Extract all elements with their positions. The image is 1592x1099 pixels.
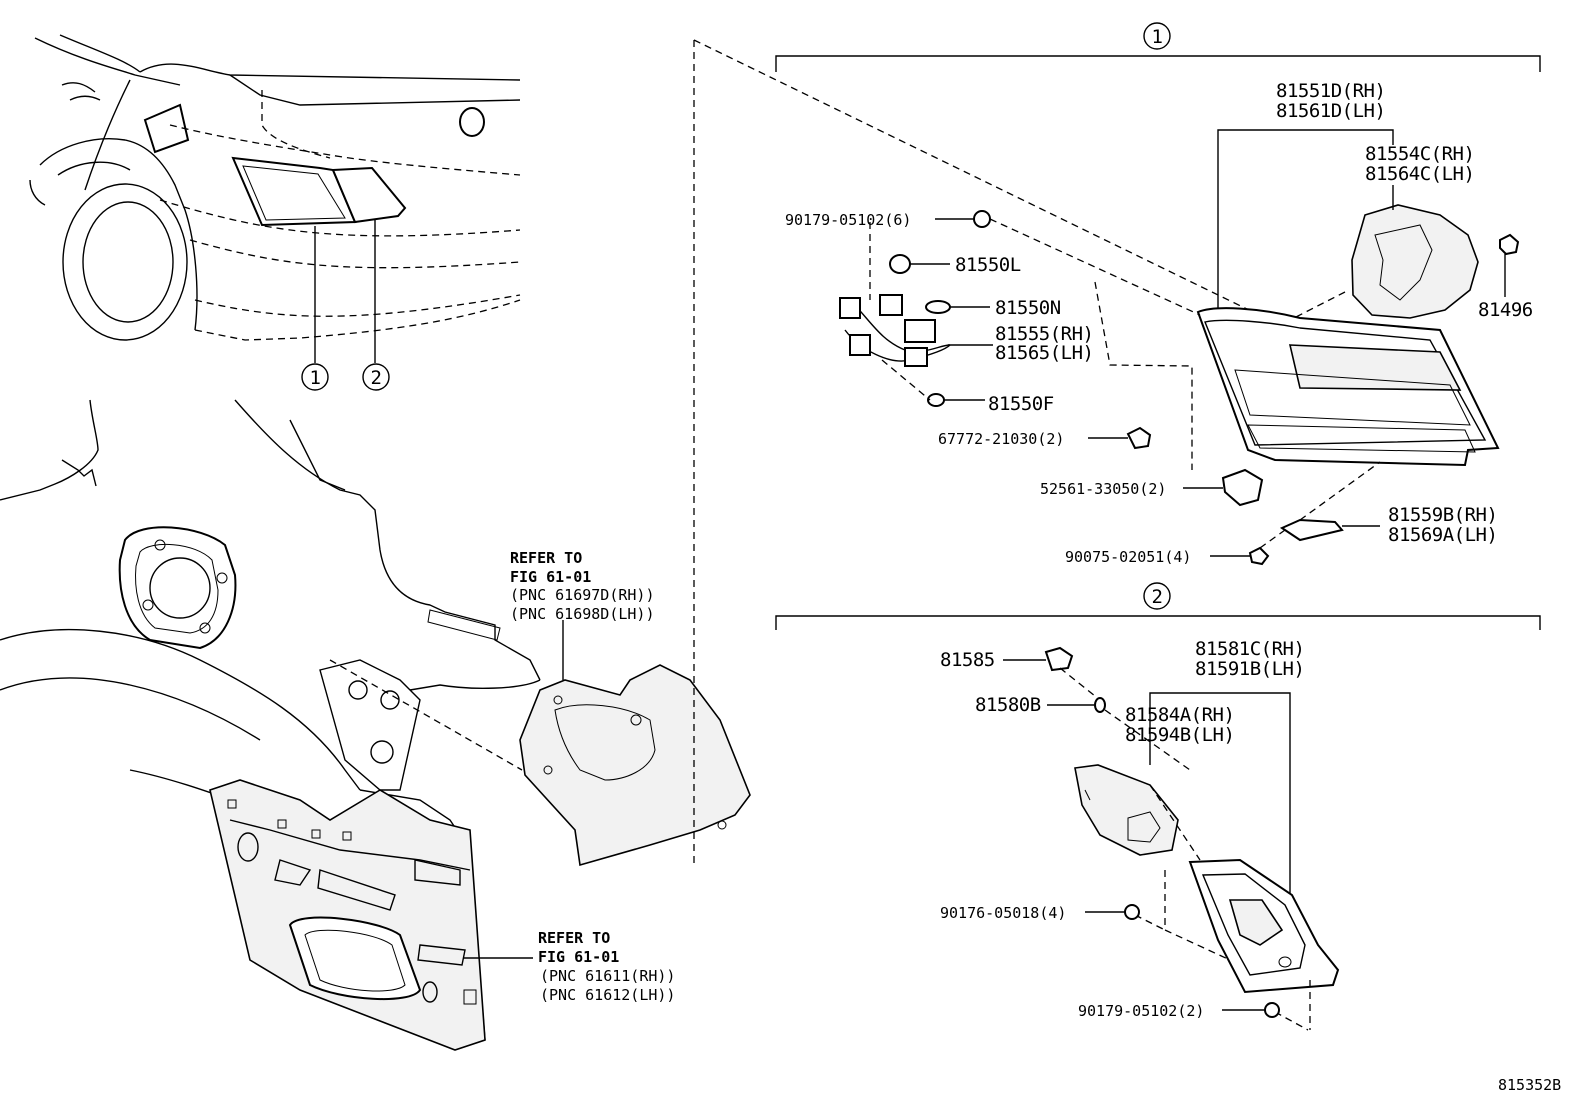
group-1-parts: 81551D(RH) 81561D(LH) 81554C(RH) 81564C(… <box>785 80 1533 566</box>
reference-upper-line1: REFER TO <box>510 549 582 567</box>
label-81554C: 81554C(RH) <box>1365 143 1474 165</box>
label-81569A: 81569A(LH) <box>1388 524 1497 546</box>
quarter-panel-assembly <box>0 399 751 1051</box>
label-81581C: 81581C(RH) <box>1195 638 1304 660</box>
label-81550L: 81550L <box>955 254 1021 276</box>
projection-line-diagonal <box>693 39 1291 331</box>
reference-upper-pnc1: (PNC 61697D(RH)) <box>510 586 655 604</box>
callout-1-label: 1 <box>310 367 321 389</box>
callout-2-marker: 2 <box>362 363 390 391</box>
label-81585: 81585 <box>940 649 995 671</box>
socket-and-wire <box>839 294 951 367</box>
label-81496: 81496 <box>1478 299 1533 321</box>
label-81565: 81565(LH) <box>995 342 1093 364</box>
label-81561D: 81561D(LH) <box>1276 100 1385 122</box>
reference-note-upper: REFER TO FIG 61-01 (PNC 61697D(RH)) (PNC… <box>510 549 655 623</box>
label-81584A: 81584A(RH) <box>1125 704 1234 726</box>
label-81580B: 81580B <box>975 694 1041 716</box>
label-81564C: 81564C(LH) <box>1365 163 1474 185</box>
group-1-bracket: 1 <box>775 22 1541 72</box>
group-2-bracket: 2 <box>775 582 1541 630</box>
group-2-parts: 81585 81580B 81581C(RH) 81591B(LH) 81584… <box>940 638 1340 1031</box>
label-81550F: 81550F <box>988 393 1054 415</box>
label-81591B: 81591B(LH) <box>1195 658 1304 680</box>
label-81551D: 81551D(RH) <box>1276 80 1385 102</box>
label-67772: 67772-21030(2) <box>938 430 1064 448</box>
group-1-number: 1 <box>1152 26 1163 48</box>
reference-note-lower: REFER TO FIG 61-01 (PNC 61611(RH)) (PNC … <box>538 929 675 1004</box>
vehicle-rear-view <box>29 34 521 363</box>
label-52561: 52561-33050(2) <box>1040 480 1166 498</box>
reference-lower-pnc2: (PNC 61612(LH)) <box>540 986 675 1004</box>
label-90179-2: 90179-05102(2) <box>1078 1002 1204 1020</box>
label-81559B: 81559B(RH) <box>1388 504 1497 526</box>
reference-lower-line2: FIG 61-01 <box>538 948 619 966</box>
label-90176: 90176-05018(4) <box>940 904 1066 922</box>
group-2-number: 2 <box>1152 586 1163 608</box>
diagram-id: 815352B <box>1498 1076 1561 1094</box>
label-81555: 81555(RH) <box>995 323 1093 345</box>
reference-upper-pnc2: (PNC 61698D(LH)) <box>510 605 655 623</box>
reference-lower-pnc1: (PNC 61611(RH)) <box>540 967 675 985</box>
label-90179-6: 90179-05102(6) <box>785 211 911 229</box>
callout-1-marker: 1 <box>301 363 329 391</box>
callout-2-label: 2 <box>371 367 382 389</box>
label-81550N: 81550N <box>995 297 1061 319</box>
label-81594B: 81594B(LH) <box>1125 724 1234 746</box>
label-90075: 90075-02051(4) <box>1065 548 1191 566</box>
reference-lower-line1: REFER TO <box>538 929 610 947</box>
reference-upper-line2: FIG 61-01 <box>510 568 591 586</box>
